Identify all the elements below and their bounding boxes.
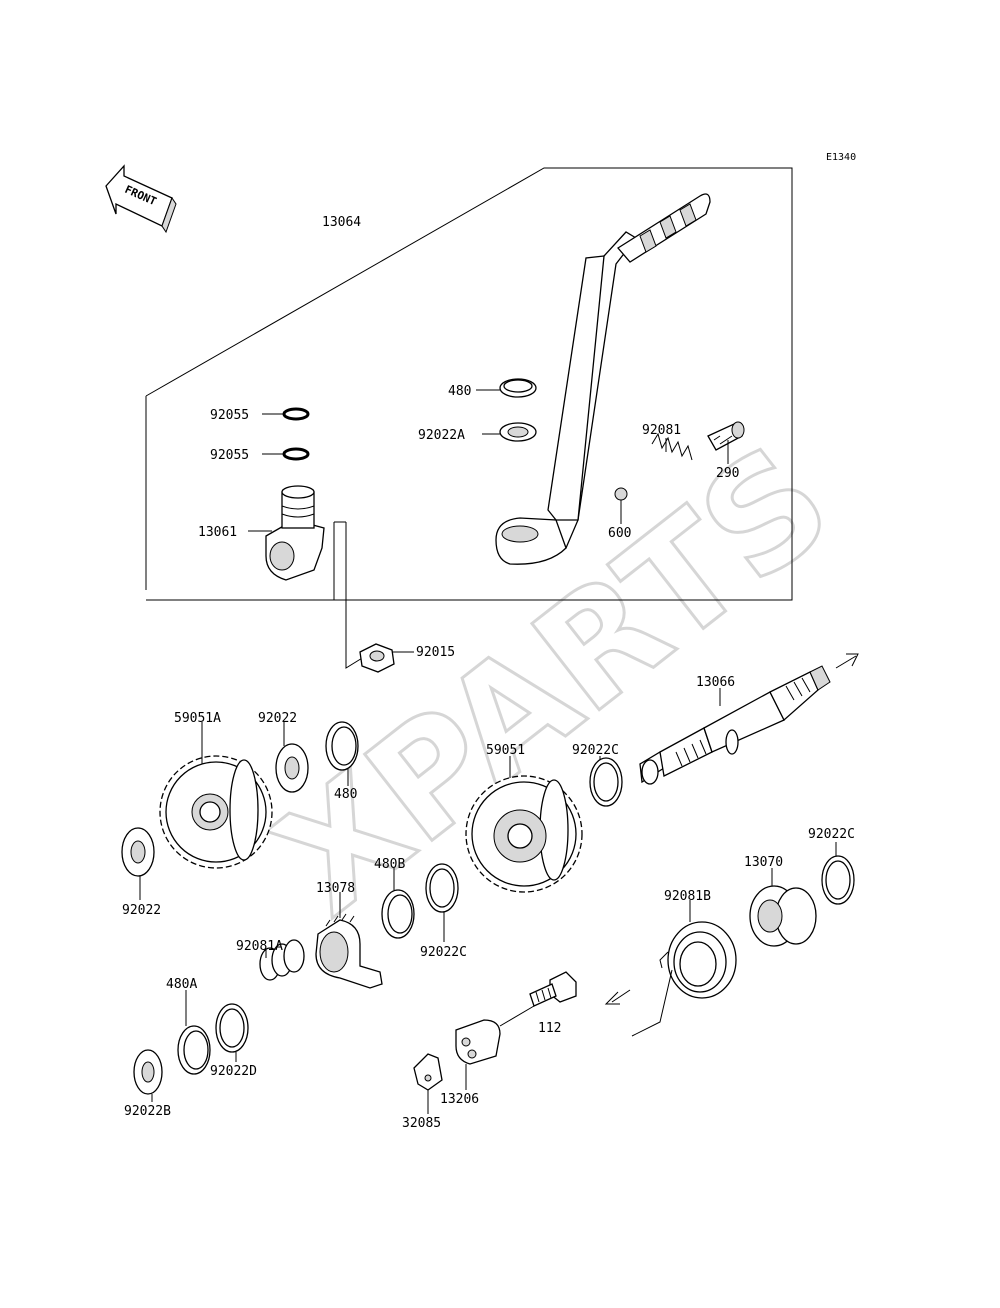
nut-92015 [359,643,395,673]
label-92022a: 92022A [418,428,465,443]
label-480-mid: 480 [334,787,357,802]
label-59051a: 59051A [174,711,221,726]
front-arrow-icon: FRONT [105,164,177,234]
label-92022c-top: 92022C [572,743,619,758]
label-600: 600 [608,526,631,541]
label-92022-top: 92022 [258,711,297,726]
label-112: 112 [538,1021,561,1036]
ratchet-13078 [315,913,383,989]
ball-600 [614,487,628,501]
label-92022c-right: 92022C [808,827,855,842]
label-92055-lower: 92055 [210,448,249,463]
label-92022-left: 92022 [122,903,161,918]
label-480a: 480A [166,977,197,992]
leader-lines [139,389,837,1114]
plate-32085 [413,1053,443,1091]
label-92022c-mid: 92022C [420,945,467,960]
label-290: 290 [716,466,739,481]
label-13066: 13066 [696,675,735,690]
label-13206: 13206 [440,1092,479,1107]
label-13061: 13061 [198,525,237,540]
label-13070: 13070 [744,855,783,870]
label-92081: 92081 [642,423,681,438]
o-ring-92055-lower [282,447,310,461]
kick-lever [495,193,711,565]
label-32085: 32085 [402,1116,441,1131]
label-92081b: 92081B [664,889,711,904]
label-92081a: 92081A [236,939,283,954]
label-13078: 13078 [316,881,355,896]
holder-13070 [749,885,817,947]
diagram-code: E1340 [826,152,856,163]
plug-290 [707,421,745,451]
label-13064: 13064 [322,215,361,230]
label-480-top: 480 [448,384,471,399]
label-92022d: 92022D [210,1064,257,1079]
spring-92081a [259,939,305,981]
label-480b: 480B [374,857,405,872]
label-92055-upper: 92055 [210,408,249,423]
gear-59051a [159,755,273,869]
spring-92081 [651,432,693,461]
spring-92081b [604,921,737,1037]
label-92022b: 92022B [124,1104,171,1119]
label-92015: 92015 [416,645,455,660]
kick-shaft-arm-13061 [265,485,325,581]
gear-59051 [465,775,583,893]
kick-shaft-13066 [639,653,859,785]
bolt-112 [529,971,577,1007]
part-labels: 13064 480 92022A 92081 290 600 92055 920… [122,215,855,1131]
label-59051: 59051 [486,743,525,758]
guide-13206 [455,1019,501,1065]
o-ring-92055-upper [282,407,310,421]
